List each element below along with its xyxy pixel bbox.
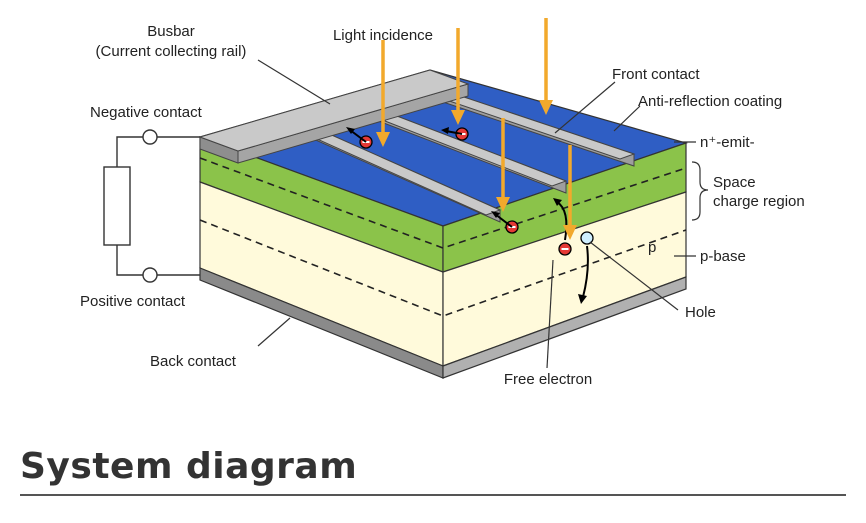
emitter-label: n⁺-emit- <box>700 134 755 151</box>
front-contact-label: Front contact <box>612 66 700 83</box>
external-circuit <box>103 129 200 283</box>
light-incidence-label: Light incidence <box>333 27 433 44</box>
free-electron-label: Free electron <box>504 371 592 388</box>
load-resistor <box>103 166 131 246</box>
back-contact-label: Back contact <box>150 353 237 370</box>
busbar-sublabel: (Current collecting rail) <box>96 43 247 60</box>
title-underline <box>20 494 846 496</box>
space-charge-label-line1: Space <box>713 174 756 191</box>
negative-contact-label: Negative contact <box>90 104 203 121</box>
hole-particle <box>580 231 594 245</box>
solar-cell-diagram: Busbar (Current collecting rail) Light i… <box>80 18 805 388</box>
light-rays <box>376 18 577 240</box>
labels: Busbar (Current collecting rail) Light i… <box>80 23 805 388</box>
right-back-contact <box>442 276 687 379</box>
positive-terminal <box>142 267 158 283</box>
anti-reflection-label: Anti-reflection coating <box>638 93 782 110</box>
hole-label: Hole <box>685 304 716 321</box>
electron-particle <box>558 242 572 256</box>
positive-contact-label: Positive contact <box>80 293 186 310</box>
leader-lines <box>257 59 709 369</box>
electron-particle <box>505 220 519 234</box>
space-charge-boundaries <box>199 157 687 317</box>
p-base-label: p-base <box>700 248 746 265</box>
front-contact-grid <box>198 69 636 223</box>
p-region-mark: p <box>648 239 656 256</box>
busbar <box>198 69 470 152</box>
busbar-label: Busbar <box>147 23 195 40</box>
negative-terminal <box>142 129 158 145</box>
carrier-arrows <box>346 127 589 304</box>
space-charge-label-line2: charge region <box>713 193 805 210</box>
section-title: System diagram <box>20 446 358 487</box>
